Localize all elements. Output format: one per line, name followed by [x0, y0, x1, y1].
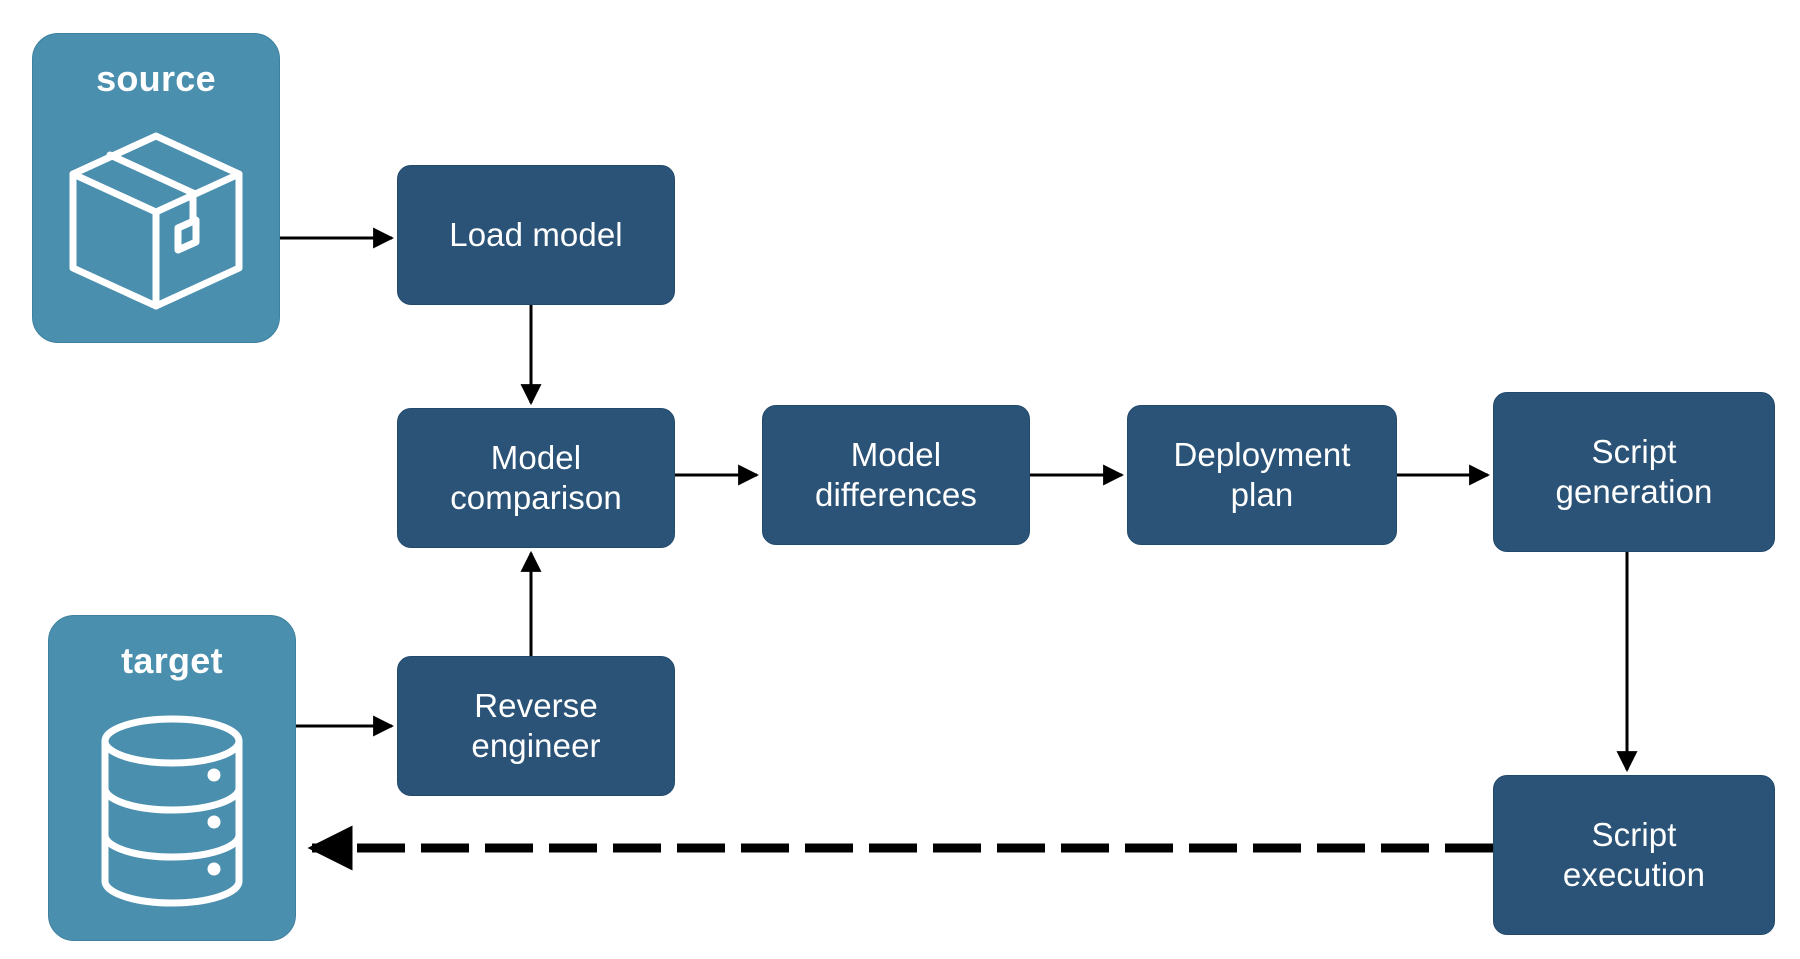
process-model-differences-label: Model differences	[815, 435, 977, 513]
process-model-differences[interactable]: Model differences	[762, 405, 1030, 545]
process-script-generation-label: Script generation	[1555, 432, 1713, 510]
process-script-execution-label: Script execution	[1562, 815, 1706, 893]
database-cylinder-icon	[49, 682, 295, 940]
endpoint-target-label: target	[121, 640, 223, 681]
process-script-generation[interactable]: Script generation	[1493, 392, 1775, 552]
process-reverse-engineer[interactable]: Reverse engineer	[397, 656, 675, 796]
process-reverse-engineer-label: Reverse engineer	[471, 686, 601, 764]
process-model-comparison-label: Model comparison	[450, 438, 622, 516]
process-load-model[interactable]: Load model	[397, 165, 675, 305]
process-load-model-label: Load model	[449, 215, 623, 253]
process-model-comparison[interactable]: Model comparison	[397, 408, 675, 548]
package-box-icon	[33, 100, 279, 342]
endpoint-source-label: source	[96, 58, 216, 99]
process-deployment-plan-label: Deployment plan	[1173, 435, 1351, 513]
endpoint-source[interactable]: source	[32, 33, 280, 343]
process-deployment-plan[interactable]: Deployment plan	[1127, 405, 1397, 545]
endpoint-target[interactable]: target	[48, 615, 296, 941]
process-script-execution[interactable]: Script execution	[1493, 775, 1775, 935]
